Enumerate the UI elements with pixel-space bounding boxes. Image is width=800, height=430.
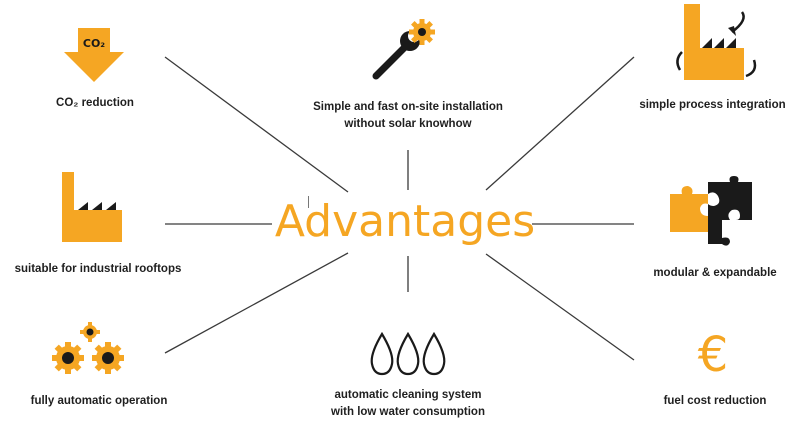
connector-process: [485, 56, 635, 191]
co2-icon-text: CO₂: [83, 37, 105, 50]
connector-co2: [164, 56, 349, 193]
label-co2-reduction: CO₂ reduction: [56, 97, 134, 109]
connector-auto: [164, 252, 349, 354]
label-installation: Simple and fast on-site installation wit…: [313, 101, 503, 130]
puzzle-icon: [670, 176, 752, 246]
factory-cycle-icon: [676, 4, 757, 80]
label-process-integration: simple process integration: [639, 99, 786, 111]
label-fully-automatic: fully automatic operation: [30, 395, 168, 407]
factory-icon: [62, 172, 122, 242]
label-cleaning-system: automatic cleaning system with low water…: [331, 389, 485, 418]
connector-fuel: [485, 253, 635, 361]
label-industrial-rooftops: suitable for industrial rooftops: [14, 263, 182, 275]
gears-icon: [52, 322, 124, 374]
label-fuel-cost: fuel cost reduction: [663, 395, 767, 407]
co2-down-arrow-icon: CO₂: [64, 28, 124, 82]
water-drops-icon: [370, 331, 446, 376]
center-title: Advantages: [274, 196, 536, 247]
label-modular-expandable: modular & expandable: [653, 267, 777, 279]
text-cursor: [308, 196, 309, 208]
euro-icon: €: [697, 327, 729, 383]
wrench-gear-icon: [372, 19, 435, 80]
